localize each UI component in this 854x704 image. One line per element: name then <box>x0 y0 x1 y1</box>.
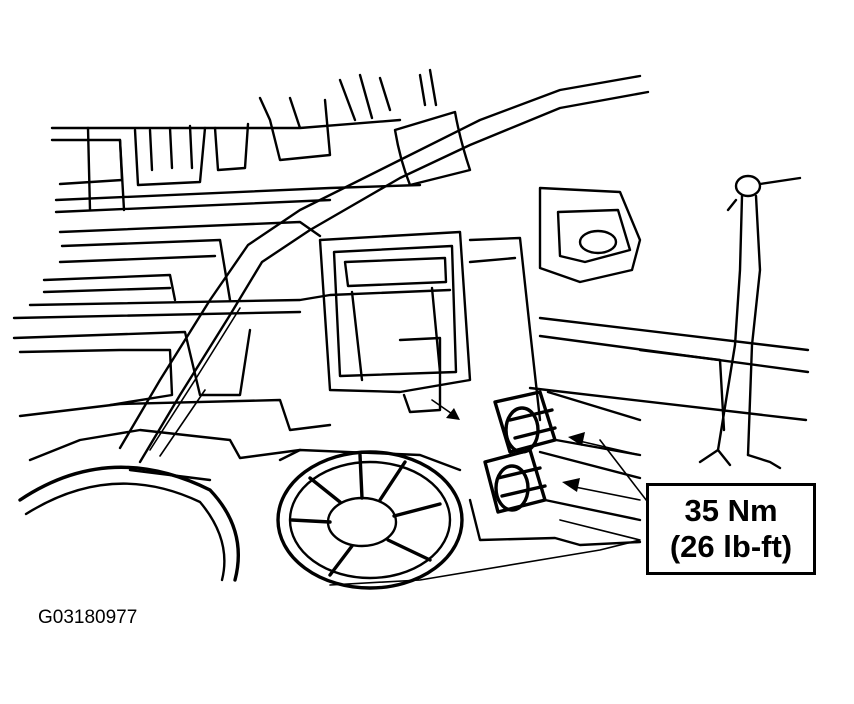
hose-connector-lower <box>483 448 642 522</box>
torque-arrows <box>431 399 641 501</box>
engine-block-outline <box>12 68 452 462</box>
hose-connector-upper <box>493 390 642 457</box>
mounting-tab <box>538 186 642 284</box>
sensor-harness <box>698 174 802 470</box>
support-rail <box>528 316 810 432</box>
thermostat-housing <box>318 230 542 422</box>
coolant-tube <box>118 74 650 464</box>
torque-metric: 35 Nm <box>684 493 778 528</box>
pulley-center <box>276 450 464 590</box>
crankcase-lower <box>128 448 642 547</box>
leader-lines <box>329 439 651 586</box>
pulley-left <box>18 465 240 582</box>
torque-imperial: (26 lb-ft) <box>669 529 793 564</box>
torque-spec-callout: 35 Nm (26 lb-ft) <box>646 483 816 575</box>
figure-id-label: G03180977 <box>38 607 138 628</box>
